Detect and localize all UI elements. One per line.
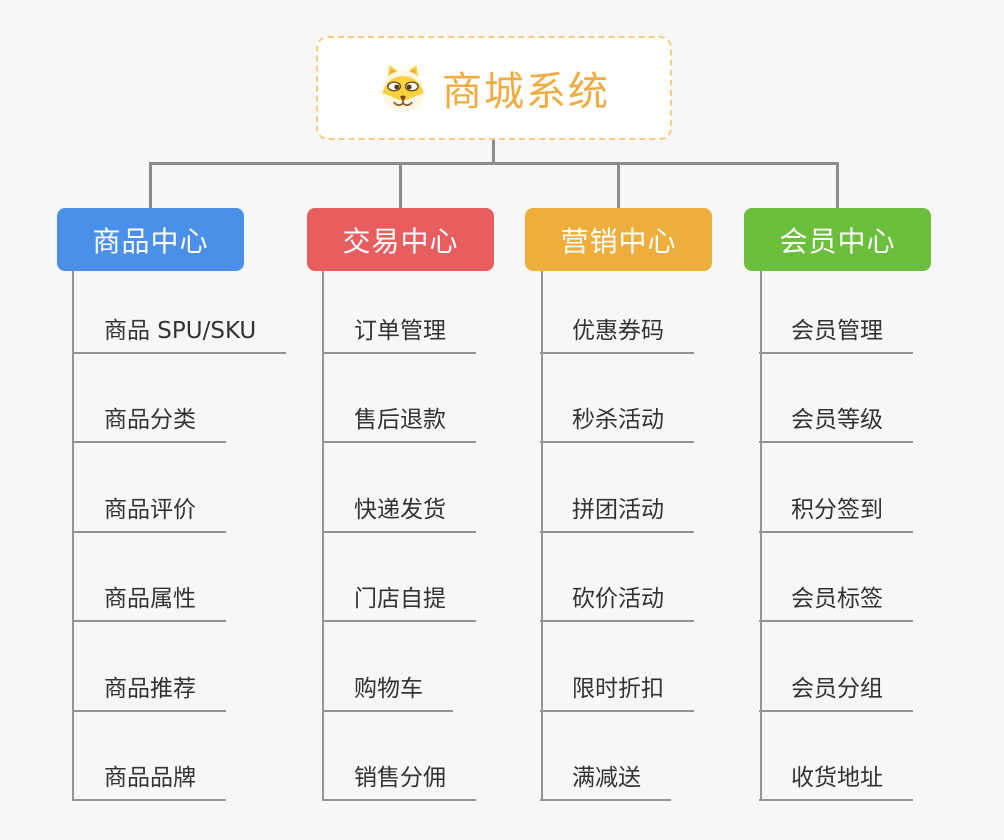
child-node-label: 快递发货 <box>322 490 476 533</box>
branch-node-product-center[interactable]: 商品中心 <box>57 208 244 271</box>
branch-node-member-center[interactable]: 会员中心 <box>744 208 931 271</box>
child-node[interactable]: 限时折扣 <box>540 622 694 712</box>
child-node[interactable]: 商品评价 <box>72 443 226 533</box>
branch-label: 交易中心 <box>342 224 459 258</box>
child-node[interactable]: 砍价活动 <box>540 533 694 622</box>
root-node-mall-system[interactable]: 商城系统 <box>316 36 672 140</box>
child-node-label: 门店自提 <box>322 579 476 622</box>
child-node[interactable]: 商品推荐 <box>72 622 226 712</box>
child-node-label: 售后退款 <box>322 400 476 443</box>
connector-spine-member <box>760 271 762 801</box>
child-node-label: 商品属性 <box>72 579 226 622</box>
child-node[interactable]: 订单管理 <box>322 264 476 354</box>
branch-children-trade: 订单管理 售后退款 快递发货 门店自提 购物车 销售分佣 <box>322 264 476 801</box>
child-node-label: 商品 SPU/SKU <box>72 311 287 354</box>
child-node[interactable]: 秒杀活动 <box>540 354 694 443</box>
connector-spine-trade <box>322 271 324 801</box>
child-node-label: 商品评价 <box>72 490 226 533</box>
connector-spine-product <box>72 271 74 801</box>
child-node-label: 购物车 <box>322 669 453 712</box>
child-node-label: 会员等级 <box>759 400 913 443</box>
connector-root-stem <box>492 140 495 163</box>
child-node[interactable]: 优惠券码 <box>540 264 694 354</box>
child-node[interactable]: 商品分类 <box>72 354 226 443</box>
child-node-label: 秒杀活动 <box>540 400 694 443</box>
shiba-dog-icon <box>382 65 424 112</box>
child-node-label: 拼团活动 <box>540 490 694 533</box>
child-node[interactable]: 会员分组 <box>759 622 913 712</box>
child-node-label: 限时折扣 <box>540 669 694 712</box>
child-node[interactable]: 快递发货 <box>322 443 476 533</box>
child-node-label: 订单管理 <box>322 311 476 354</box>
child-node[interactable]: 拼团活动 <box>540 443 694 533</box>
child-node[interactable]: 会员标签 <box>759 533 913 622</box>
child-node-label: 砍价活动 <box>540 579 694 622</box>
child-node[interactable]: 满减送 <box>540 712 671 801</box>
child-node[interactable]: 收货地址 <box>759 712 913 801</box>
child-node-label: 销售分佣 <box>322 758 476 801</box>
branch-label: 会员中心 <box>779 224 896 258</box>
branch-node-marketing-center[interactable]: 营销中心 <box>525 208 712 271</box>
child-node-label: 收货地址 <box>759 758 913 801</box>
child-node[interactable]: 会员等级 <box>759 354 913 443</box>
connector-drop-trade <box>399 164 402 208</box>
child-node[interactable]: 商品 SPU/SKU <box>72 264 287 354</box>
connector-spine-marketing <box>541 271 543 801</box>
child-node-label: 会员标签 <box>759 579 913 622</box>
child-node[interactable]: 售后退款 <box>322 354 476 443</box>
child-node-label: 商品分类 <box>72 400 226 443</box>
child-node-label: 优惠券码 <box>540 311 694 354</box>
child-node[interactable]: 商品品牌 <box>72 712 226 801</box>
child-node-label: 满减送 <box>540 758 671 801</box>
child-node-label: 会员管理 <box>759 311 913 354</box>
root-node-title: 商城系统 <box>442 69 610 115</box>
child-node[interactable]: 积分签到 <box>759 443 913 533</box>
branch-children-product: 商品 SPU/SKU 商品分类 商品评价 商品属性 商品推荐 商品品牌 <box>72 264 287 801</box>
connector-horizontal <box>149 162 839 165</box>
child-node[interactable]: 销售分佣 <box>322 712 476 801</box>
connector-drop-member <box>836 164 839 208</box>
connector-drop-product <box>149 164 152 208</box>
branch-children-member: 会员管理 会员等级 积分签到 会员标签 会员分组 收货地址 <box>759 264 913 801</box>
child-node-label: 商品推荐 <box>72 669 226 712</box>
child-node[interactable]: 门店自提 <box>322 533 476 622</box>
child-node[interactable]: 购物车 <box>322 622 453 712</box>
child-node[interactable]: 会员管理 <box>759 264 913 354</box>
connector-drop-marketing <box>617 164 620 208</box>
child-node-label: 积分签到 <box>759 490 913 533</box>
branch-label: 营销中心 <box>560 224 677 258</box>
child-node[interactable]: 商品属性 <box>72 533 226 622</box>
branch-node-trade-center[interactable]: 交易中心 <box>307 208 494 271</box>
branch-children-marketing: 优惠券码 秒杀活动 拼团活动 砍价活动 限时折扣 满减送 <box>540 264 694 801</box>
branch-label: 商品中心 <box>92 224 209 258</box>
child-node-label: 商品品牌 <box>72 758 226 801</box>
child-node-label: 会员分组 <box>759 669 913 712</box>
